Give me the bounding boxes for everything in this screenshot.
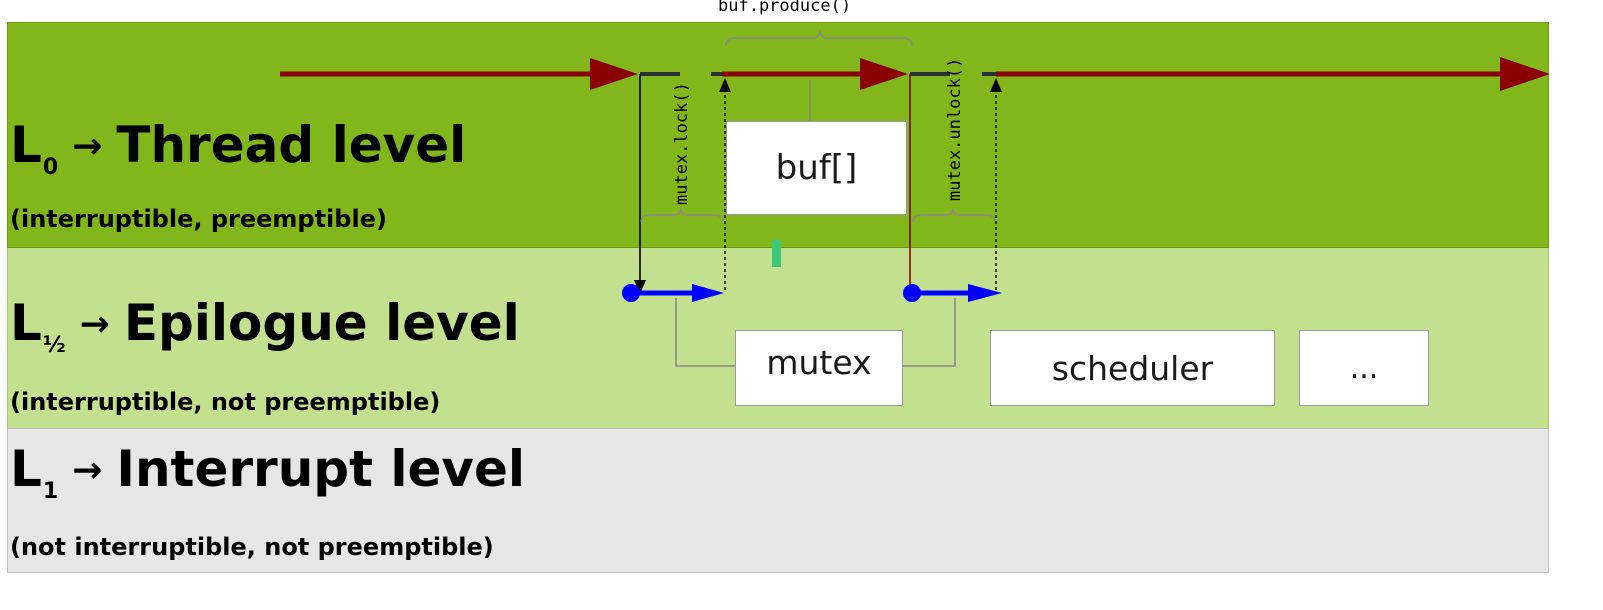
right-arrow-icon: → (72, 450, 103, 491)
green-marker (772, 240, 781, 267)
mutex-box: mutex (735, 330, 903, 406)
interrupt-level-band (7, 428, 1549, 573)
right-arrow-icon: → (72, 126, 103, 167)
thread-level-description: (interruptible, preemptible) (10, 205, 387, 233)
unlock-to-mutex-connector (903, 298, 956, 367)
unlock-transition (909, 74, 1002, 290)
thread-arrowhead-3 (1500, 57, 1550, 91)
produce-call-label: buf.produce() (718, 0, 851, 16)
more-box: ... (1299, 330, 1429, 406)
buf-box: buf[] (726, 121, 907, 215)
thread-arrowhead-1 (590, 58, 638, 90)
epilogue-arrowhead-1 (692, 284, 724, 302)
lock-transition (634, 74, 731, 294)
level-symbol: L (10, 294, 42, 352)
epilogue-arrowhead-2 (968, 284, 1002, 302)
scheduler-box: scheduler (990, 330, 1275, 406)
level-symbol: L (10, 440, 42, 498)
thread-level-title: L0→Thread level (10, 120, 466, 179)
level-subscript: 1 (42, 479, 59, 504)
produce-brace (725, 29, 913, 47)
level-name: Thread level (116, 116, 467, 174)
lock-to-mutex-connector (675, 298, 735, 367)
level-subscript: 0 (42, 155, 59, 180)
epilogue-level-description: (interruptible, not preemptible) (10, 388, 441, 416)
right-arrow-icon: → (79, 304, 110, 345)
level-name: Interrupt level (116, 440, 526, 498)
level-symbol: L (10, 116, 42, 174)
lock-call-label: mutex.lock() (672, 82, 692, 205)
epilogue-level-title: L½→Epilogue level (10, 298, 520, 357)
unlock-call-label: mutex.unlock() (945, 58, 965, 201)
interrupt-level-title: L1→Interrupt level (10, 444, 525, 503)
level-subscript: ½ (42, 333, 66, 358)
thread-flow (280, 57, 1550, 91)
level-name: Epilogue level (123, 294, 520, 352)
thread-arrowhead-2 (860, 58, 908, 90)
interrupt-level-description: (not interruptible, not preemptible) (10, 533, 494, 561)
epilogue-flow (622, 284, 1002, 302)
